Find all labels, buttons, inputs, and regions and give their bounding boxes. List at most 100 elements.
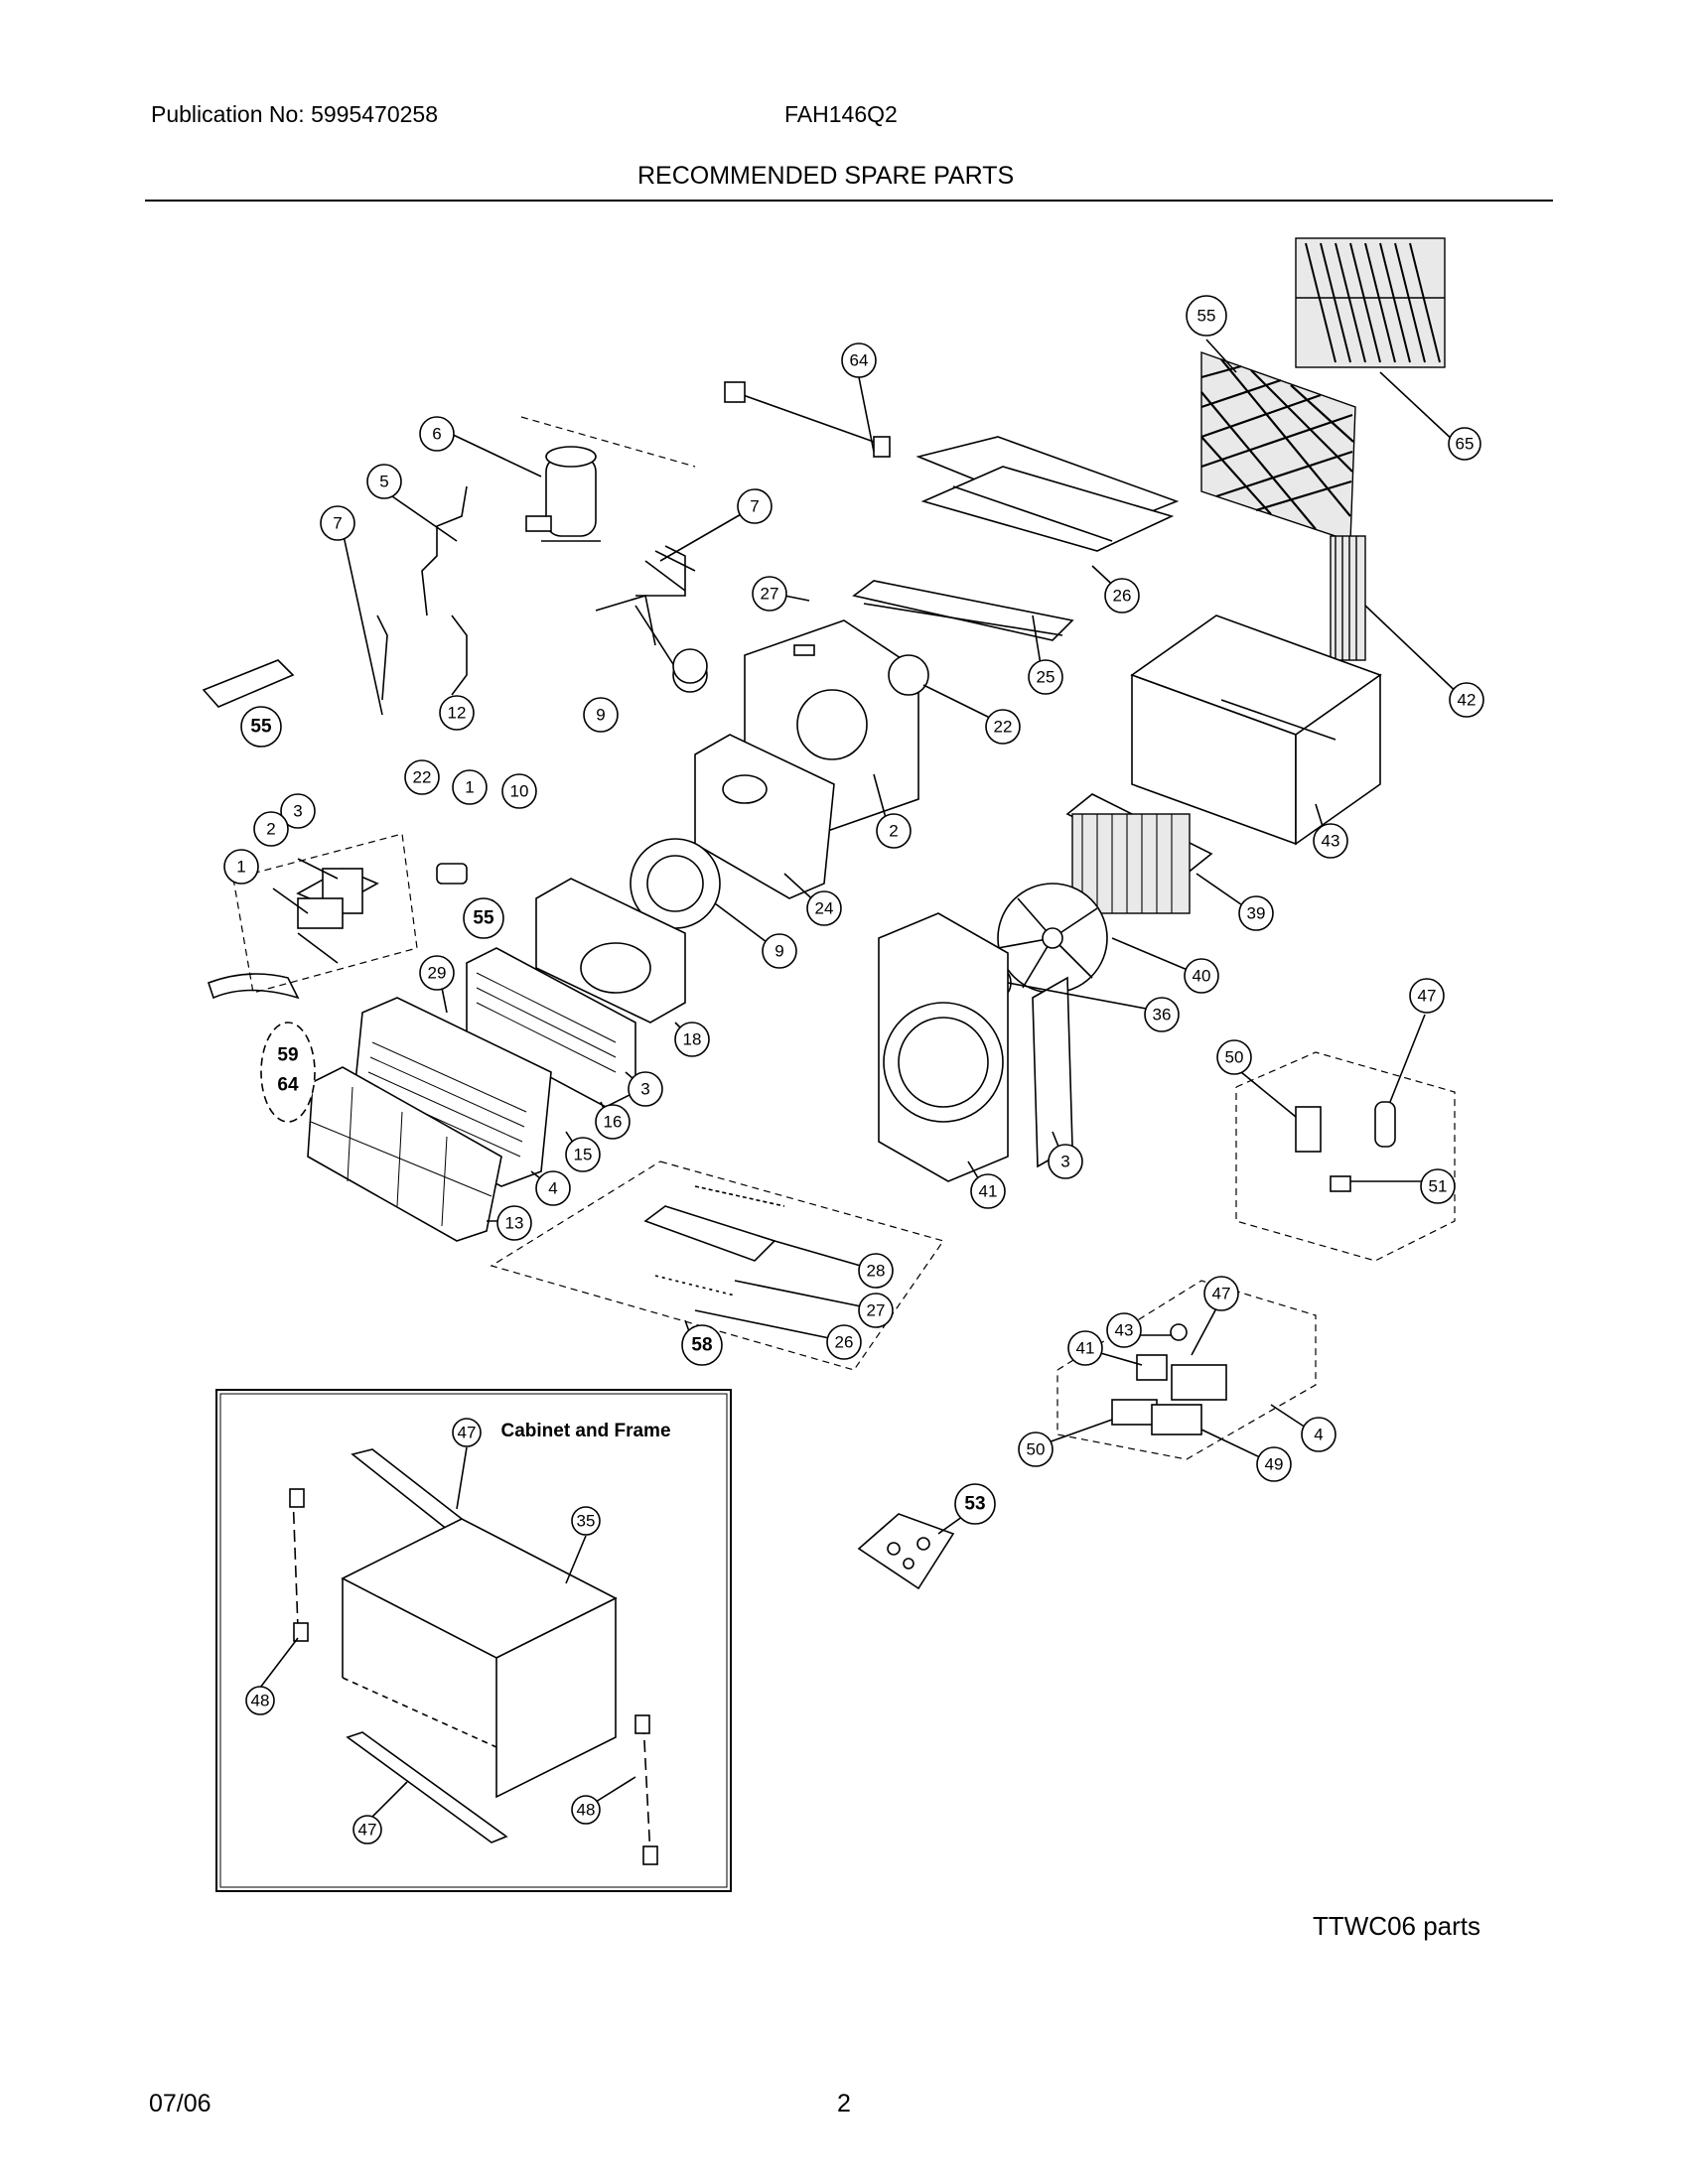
svg-text:36: 36 xyxy=(1153,1006,1172,1024)
svg-text:41: 41 xyxy=(979,1182,998,1201)
callout: 47 xyxy=(1409,978,1445,1014)
callout: 55 xyxy=(463,897,504,939)
svg-text:29: 29 xyxy=(428,964,447,983)
callout: 7 xyxy=(737,488,773,524)
callout: 15 xyxy=(565,1137,601,1172)
callout: 6 xyxy=(419,416,455,452)
callout: 51 xyxy=(1420,1168,1456,1204)
callout: 1 xyxy=(223,849,259,885)
callout: 39 xyxy=(1238,895,1274,931)
svg-text:3: 3 xyxy=(640,1080,649,1099)
parts-kit-caption: TTWC06 parts xyxy=(1313,1911,1481,1941)
callout: 49 xyxy=(1256,1446,1292,1482)
page-number: 2 xyxy=(837,2090,851,2117)
callout: 42 xyxy=(1449,682,1484,718)
callout: 2 xyxy=(876,813,912,849)
publication-date: 07/06 xyxy=(149,2090,211,2117)
callout: 12 xyxy=(439,695,475,731)
svg-text:47: 47 xyxy=(358,1821,377,1840)
svg-text:51: 51 xyxy=(1429,1177,1448,1196)
svg-text:35: 35 xyxy=(577,1512,596,1531)
publication-number: Publication No: 5995470258 xyxy=(151,101,439,127)
svg-text:13: 13 xyxy=(505,1214,524,1233)
svg-text:28: 28 xyxy=(867,1262,886,1281)
callout: 65 xyxy=(1448,427,1481,461)
svg-text:59: 59 xyxy=(277,1045,298,1066)
callout: 40 xyxy=(1184,958,1219,994)
callout: 3 xyxy=(628,1071,663,1107)
callout: 43 xyxy=(1106,1312,1142,1348)
svg-text:3: 3 xyxy=(1060,1153,1069,1171)
svg-text:9: 9 xyxy=(596,706,605,725)
svg-text:27: 27 xyxy=(761,585,779,604)
svg-text:55: 55 xyxy=(1197,307,1216,326)
svg-text:42: 42 xyxy=(1458,691,1477,710)
callout: 3 xyxy=(1048,1144,1083,1179)
svg-text:4: 4 xyxy=(548,1179,557,1198)
callout: 55 xyxy=(1186,295,1227,337)
callout: 43 xyxy=(1313,823,1348,859)
callout: 13 xyxy=(496,1205,532,1241)
svg-text:43: 43 xyxy=(1115,1321,1134,1340)
svg-text:43: 43 xyxy=(1322,832,1340,851)
svg-text:16: 16 xyxy=(604,1113,623,1132)
svg-text:18: 18 xyxy=(683,1030,702,1049)
svg-text:3: 3 xyxy=(293,802,302,821)
callout: 25 xyxy=(1028,659,1063,695)
svg-text:1: 1 xyxy=(236,858,245,877)
svg-text:55: 55 xyxy=(473,908,494,929)
svg-text:10: 10 xyxy=(510,782,529,801)
svg-text:40: 40 xyxy=(1193,967,1211,986)
callout xyxy=(672,648,708,684)
callout: 7 xyxy=(320,505,355,541)
svg-text:27: 27 xyxy=(867,1301,886,1320)
cabinet-frame-inset: Cabinet and Frame xyxy=(215,1389,732,1892)
svg-text:47: 47 xyxy=(1212,1285,1231,1303)
inset-callouts: 47 35 48 48 47 xyxy=(245,1418,601,1844)
callout: 36 xyxy=(1144,997,1180,1032)
svg-text:47: 47 xyxy=(458,1424,477,1442)
callout: 4 xyxy=(1301,1417,1336,1452)
svg-text:2: 2 xyxy=(266,820,275,839)
svg-text:64: 64 xyxy=(277,1075,299,1096)
svg-text:22: 22 xyxy=(994,718,1013,737)
svg-text:48: 48 xyxy=(577,1801,596,1820)
svg-text:5: 5 xyxy=(379,473,388,491)
callout: 41 xyxy=(1067,1330,1103,1366)
bold-callouts: 55 55 58 53 59 64 xyxy=(240,706,996,1525)
callout: 26 xyxy=(1104,578,1140,614)
header-rule xyxy=(145,200,1553,202)
callout: 18 xyxy=(674,1022,710,1057)
inset-title: Cabinet and Frame xyxy=(500,1421,670,1441)
callout: 24 xyxy=(806,890,842,926)
svg-text:48: 48 xyxy=(251,1692,270,1710)
callout: 50 xyxy=(1018,1432,1054,1467)
callout: 55 xyxy=(240,706,282,748)
svg-text:50: 50 xyxy=(1027,1440,1046,1459)
svg-text:7: 7 xyxy=(750,497,759,516)
callout: 28 xyxy=(858,1253,894,1289)
svg-text:49: 49 xyxy=(1265,1455,1284,1474)
callout: 47 xyxy=(352,1815,382,1844)
svg-text:1: 1 xyxy=(465,778,474,797)
svg-text:64: 64 xyxy=(850,351,869,370)
svg-text:58: 58 xyxy=(691,1335,712,1356)
svg-text:6: 6 xyxy=(432,425,441,444)
svg-text:25: 25 xyxy=(1037,668,1055,687)
callout: 47 xyxy=(452,1418,482,1447)
svg-text:12: 12 xyxy=(448,704,467,723)
callout: 48 xyxy=(245,1686,275,1715)
callout: 9 xyxy=(762,933,797,969)
svg-text:39: 39 xyxy=(1247,904,1266,923)
svg-text:50: 50 xyxy=(1225,1048,1244,1067)
callout: 22 xyxy=(404,759,440,795)
callout: 4 xyxy=(535,1170,571,1206)
callout: 27 xyxy=(752,576,787,612)
callout: 35 xyxy=(571,1506,601,1536)
callout-58-59: 59 64 xyxy=(260,1022,316,1123)
callout: 64 xyxy=(841,342,877,378)
callout: 27 xyxy=(858,1293,894,1328)
svg-text:24: 24 xyxy=(815,899,834,918)
svg-text:26: 26 xyxy=(835,1333,854,1352)
